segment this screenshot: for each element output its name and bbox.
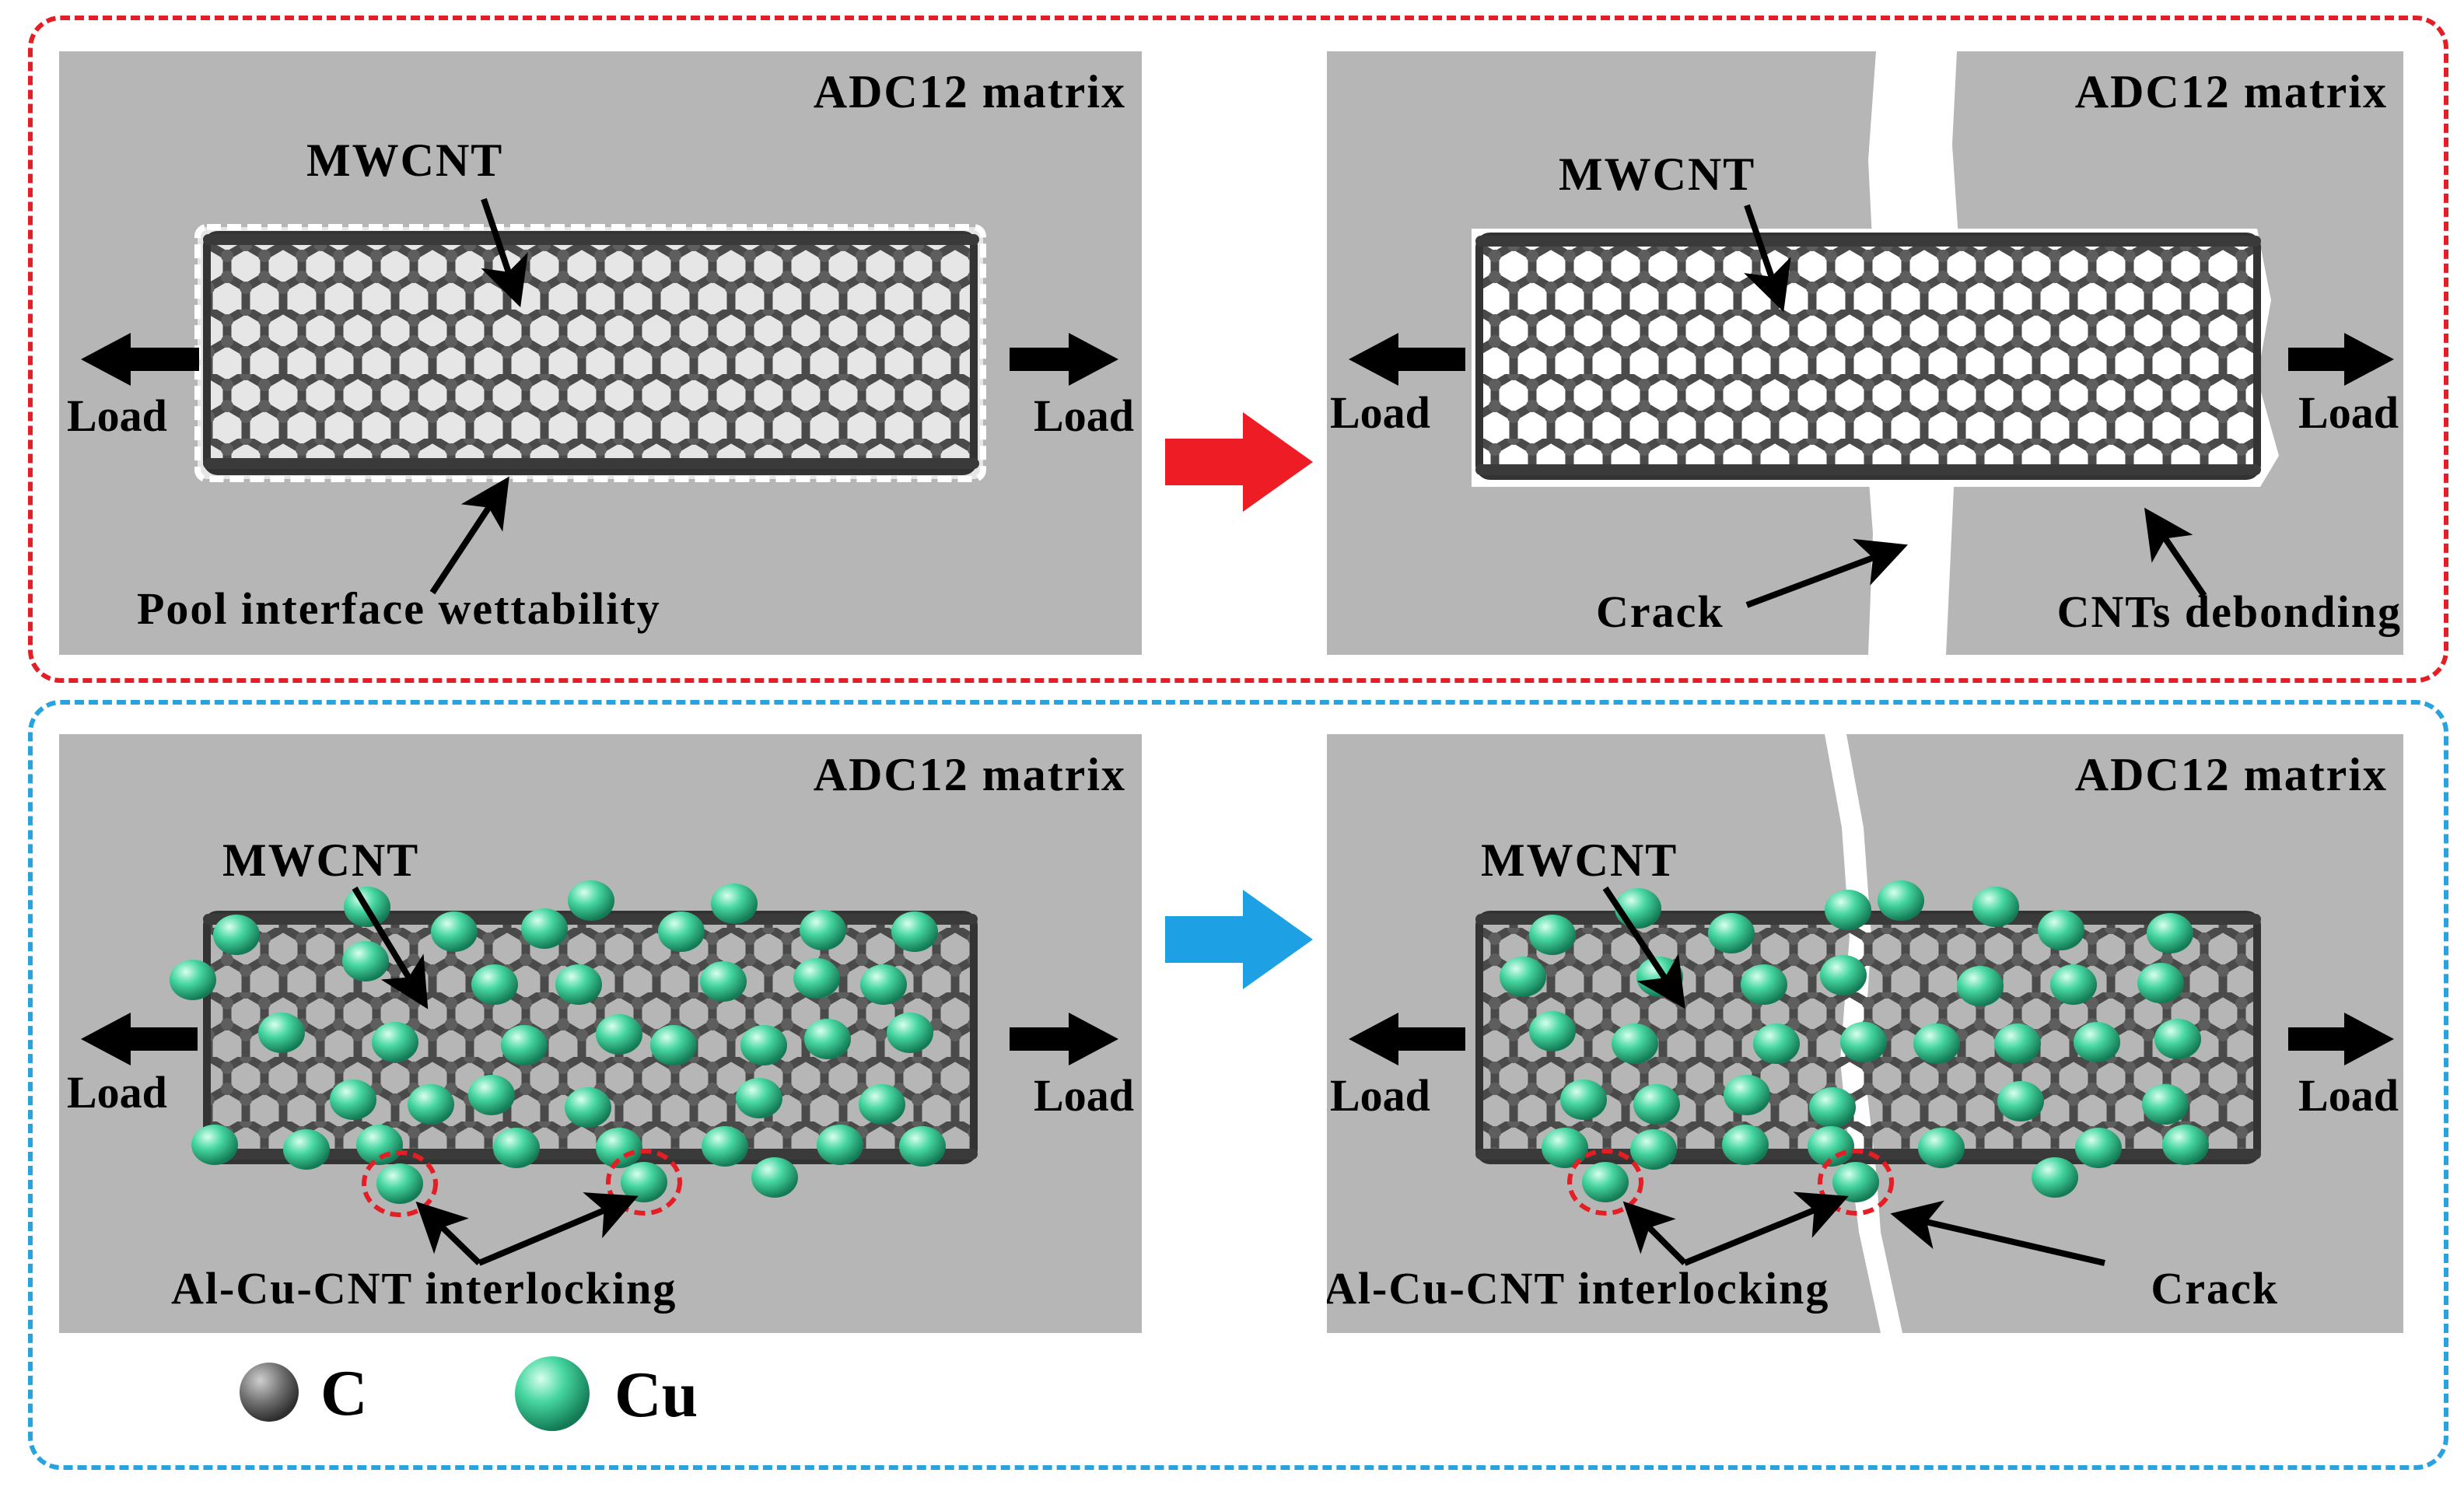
panel-poor-wettability: ADC12 matrix MWCNT Load Load Pool interf… [59, 51, 1142, 655]
crack-label: Crack [1596, 586, 1724, 637]
matrix-label: ADC12 matrix [813, 66, 1126, 117]
crack-label: Crack [2151, 1263, 2279, 1314]
panel-cu-interlocking: ADC12 matrix MWCNT Load Load Al-Cu-CNT i… [59, 734, 1142, 1333]
matrix-label: ADC12 matrix [2074, 66, 2388, 117]
cu-decorated-cnt-illustration [81, 880, 1118, 1266]
copper-atom-icon [515, 1356, 590, 1431]
cnt-debonding-illustration [1349, 51, 2394, 655]
load-label-right: Load [2298, 387, 2399, 438]
legend-label-carbon: C [320, 1357, 368, 1429]
panel-cnt-debonding: ADC12 matrix MWCNT Load Load Crack CNTs … [1327, 51, 2403, 655]
red-transition-arrow-icon [1165, 412, 1313, 512]
load-label-right: Load [2298, 1070, 2399, 1121]
matrix-label: ADC12 matrix [2074, 749, 2388, 800]
interlocking-label: Al-Cu-CNT interlocking [1327, 1263, 1830, 1314]
cnt-tube-illustration [81, 198, 1118, 595]
legend-label-copper: Cu [614, 1359, 698, 1431]
load-label-left: Load [1330, 1070, 1430, 1121]
cu-particles [1500, 880, 2209, 1202]
matrix-label: ADC12 matrix [813, 749, 1126, 800]
interlocking-label: Al-Cu-CNT interlocking [171, 1263, 677, 1314]
load-label-left: Load [67, 1067, 167, 1118]
mwcnt-label: MWCNT [1481, 834, 1678, 886]
mwcnt-label: MWCNT [306, 135, 504, 186]
pool-interface-label: Pool interface wettability [137, 583, 661, 634]
load-label-right: Load [1034, 1070, 1134, 1121]
carbon-atom-icon [240, 1363, 299, 1422]
load-label-left: Load [67, 390, 167, 441]
cu-cnt-crack-illustration [1349, 734, 2394, 1333]
mwcnt-label: MWCNT [222, 834, 420, 886]
mwcnt-label: MWCNT [1559, 149, 1756, 200]
load-label-left: Load [1330, 387, 1430, 438]
cu-particles [170, 880, 946, 1204]
load-label-right: Load [1034, 390, 1134, 441]
failure-mechanism-frame [28, 16, 2448, 683]
cnts-debonding-label: CNTs debonding [2056, 586, 2402, 637]
blue-transition-arrow-icon [1165, 890, 1313, 989]
interlocking-mechanism-frame [28, 700, 2448, 1470]
panel-crack-interlocking: ADC12 matrix MWCNT Load Load Al-Cu-CNT i… [1327, 734, 2403, 1333]
